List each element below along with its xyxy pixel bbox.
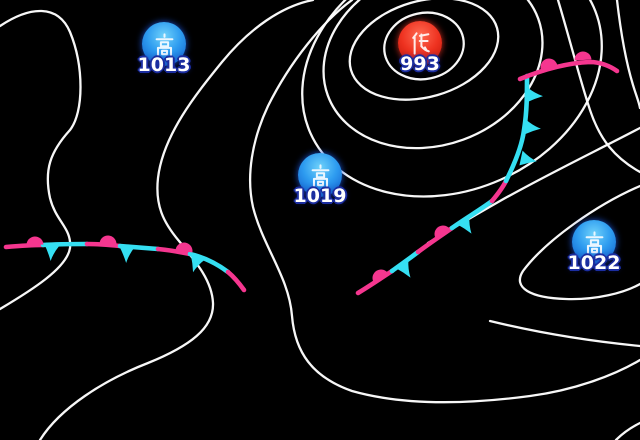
cold-front-triangle-icon: [456, 216, 472, 234]
isobar-line: [518, 184, 640, 301]
cold-front-triangle-icon: [395, 260, 411, 278]
stationary-front-east-segment: [355, 268, 395, 296]
stationary-front-west-segment: [155, 246, 193, 257]
stationary-front-west-segment: [117, 243, 161, 252]
cold-front-triangle-icon: [524, 119, 541, 135]
pressure-value: 1019: [293, 185, 347, 207]
warm-front-semicircle-icon: [26, 236, 44, 246]
pressure-value: 1022: [567, 252, 621, 274]
warm-front-semicircle-icon: [434, 225, 451, 239]
pressure-value: 1013: [137, 54, 191, 76]
kanji-high-icon: [155, 32, 173, 57]
high-pressure-circle: [298, 153, 342, 197]
cold-front-triangle-icon: [526, 87, 543, 103]
isobar-line: [383, 11, 465, 81]
cold-front-triangle-icon: [190, 254, 206, 273]
low-pressure-circle: [398, 21, 442, 65]
stationary-front-west-segment: [187, 251, 231, 275]
stationary-front-east-segment: [449, 198, 495, 231]
warm-front-semicircle-icon: [99, 235, 117, 245]
warm-front-semicircle-icon: [372, 269, 389, 283]
isobar-line: [248, 0, 640, 404]
stationary-front-east-segment: [503, 73, 530, 184]
warm-front-semicircle-icon: [175, 242, 193, 253]
isobar-line: [38, 0, 315, 440]
stationary-front-east-segment: [389, 249, 421, 274]
isobar-line: [556, 0, 640, 174]
warm-front-northeast-segment: [517, 59, 620, 82]
high-pressure-circle: [142, 22, 186, 66]
isobar-line: [348, 0, 500, 101]
stationary-front-west-segment: [3, 242, 46, 250]
warm-front-semicircle-icon: [574, 51, 592, 61]
isobar-line: [322, 0, 544, 150]
kanji-low-icon: [411, 31, 430, 55]
warm-front-semicircle-icon: [540, 58, 558, 70]
kanji-high-icon: [585, 230, 603, 255]
pressure-value: 993: [400, 53, 440, 75]
cold-front-triangle-icon: [119, 246, 135, 263]
cold-front-triangle-icon: [44, 244, 60, 261]
isobar-line: [0, 9, 82, 311]
isobar-line: [614, 421, 640, 440]
stationary-front-west-segment: [84, 241, 123, 249]
high-pressure-circle: [572, 220, 616, 264]
isobar-line: [488, 319, 640, 348]
kanji-high-icon: [311, 163, 329, 188]
isobar-line: [615, 0, 640, 110]
cold-front-triangle-icon: [519, 150, 537, 166]
isobar-line: [301, 0, 603, 198]
stationary-front-west-segment: [225, 269, 247, 293]
